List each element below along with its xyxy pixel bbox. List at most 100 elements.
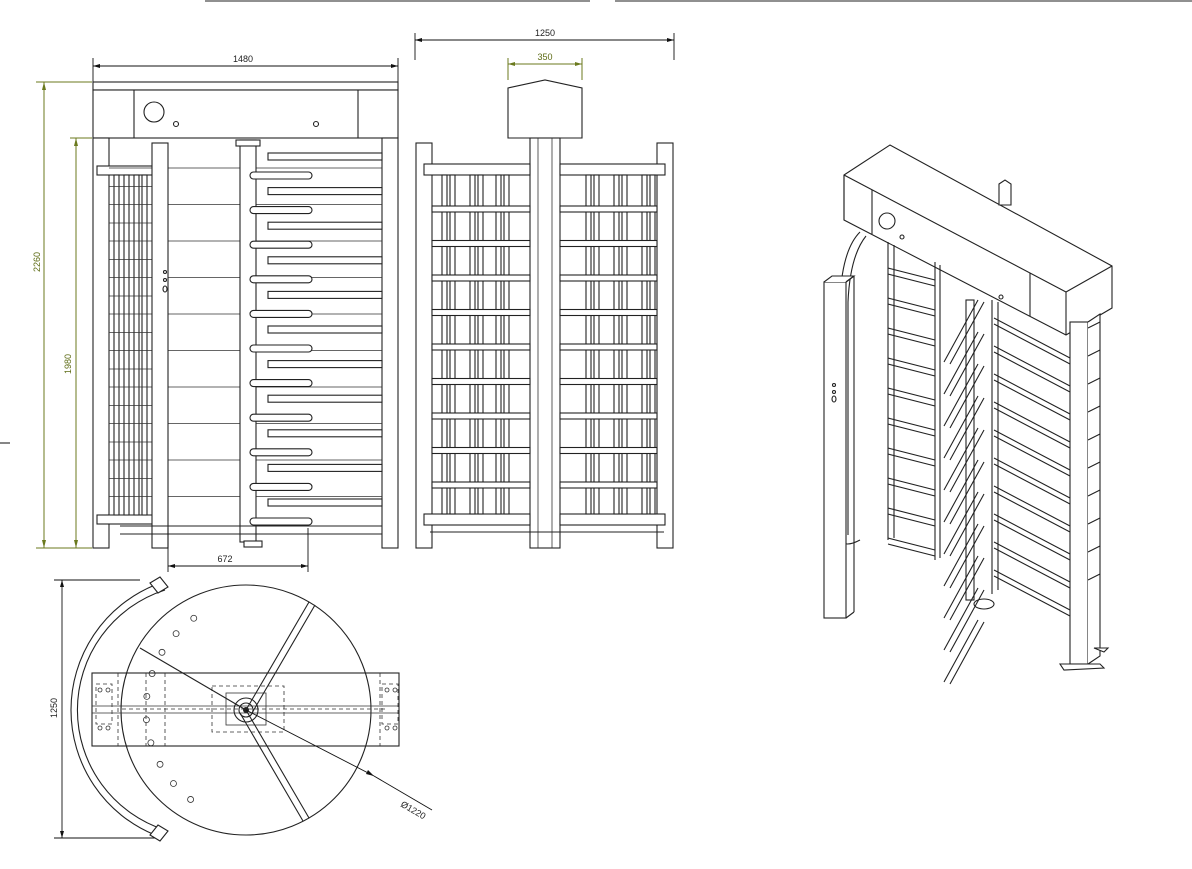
side-cage-horizontal-bar [431,205,531,213]
iso-left-bar [887,537,936,551]
fixed-barrier-bar [267,325,383,334]
dimension-label-passage-height: 1980 [63,354,73,374]
rotor-arm [249,206,313,215]
side-cage-horizontal-bar [431,446,531,455]
iso-right-bar [993,457,1071,499]
rotor-arm [249,379,313,388]
iso-rotor-arm [943,619,979,683]
iso-rotor-arm [943,331,979,395]
side-right-post [656,142,674,549]
rotor-arm-plan [245,709,310,819]
iso-rotor-arm [949,589,985,653]
rotor-shaft [239,139,257,543]
iso-right-bar [993,373,1071,415]
cage-vertical-bar [141,174,148,516]
fixed-barrier-bar [267,152,383,161]
iso-left-bar [887,423,936,437]
fixed-barrier-bar [267,187,383,196]
iso-rotor-arm [949,525,985,589]
side-cage-horizontal-bar [431,308,531,317]
iso-right-bar [993,317,1071,359]
side-cage-horizontal-bar [559,239,658,248]
side-cage-horizontal-bar [431,412,531,420]
iso-right-bar-end [1087,377,1101,385]
iso-left-bar [887,273,936,287]
iso-right-bar [993,379,1071,421]
dimension-label-arm-reach: 672 [217,554,232,564]
iso-rotor-arm [949,397,985,461]
camera-lens-icon [143,101,165,123]
rotor-arm [249,171,313,180]
side-cage-horizontal-bar [431,343,531,351]
iso-right-bar [993,351,1071,393]
iso-rotor-arm [943,363,979,427]
barrier-bolt-icon [172,630,180,638]
side-center-post [529,137,561,549]
iso-rotor-arm [949,621,985,685]
fixed-barrier-bar [267,221,383,230]
iso-camera-icon [878,212,896,230]
iso-rotor-arm [943,427,979,491]
iso-left-bar [887,303,936,317]
side-elevation-view: 1250 350 [414,28,675,549]
side-left-post [415,142,433,549]
barrier-bolt-icon [156,760,164,768]
iso-right-bar [993,575,1071,617]
iso-rotor-arm [949,301,985,365]
barrier-bolt-icon [187,796,194,803]
iso-right-bar-end [1087,321,1101,329]
side-cage-horizontal-bar [559,377,658,386]
iso-left-bar [887,327,936,341]
iso-right-bar [993,407,1071,449]
iso-right-bar [993,323,1071,365]
rotor-arm [249,309,313,318]
front-canopy [92,89,399,139]
iso-rotor-arm [943,459,979,523]
iso-right-bar [993,569,1071,611]
side-cage-horizontal-bar [431,274,531,282]
fixed-barrier-bar [267,256,383,265]
iso-right-bar [993,541,1071,583]
iso-rotor-arm [949,333,985,397]
iso-rotor-arm [949,365,985,429]
iso-right-bar [993,513,1071,555]
iso-right-bar [993,401,1071,443]
plan-view: 1250 [49,576,433,842]
base-plate [91,672,400,747]
iso-rotor-arm [943,299,979,363]
cage-vertical-bar [133,174,140,516]
iso-left-bar [887,363,936,377]
iso-left-bar [887,447,936,461]
iso-right-bar-end [1087,405,1101,413]
iso-left-bar [887,543,936,557]
side-cage-horizontal-bar [559,308,658,317]
iso-left-bar [887,507,936,521]
side-cage-horizontal-bar [559,481,658,489]
iso-right-bar-end [1087,545,1101,553]
right-frame-post [381,137,399,549]
iso-right-bar-end [1087,573,1101,581]
gate-post [151,142,169,549]
barrier-bolt-icon [143,692,151,700]
rotor-arm [249,448,313,457]
front-elevation-view: 1480 2260 1980 [32,54,399,572]
iso-right-bar [993,345,1071,387]
iso-rotor-arm [949,493,985,557]
iso-right-bar-end [1087,433,1101,441]
barrier-bolt-icon [170,780,177,787]
iso-left-bar [887,357,936,371]
iso-right-bar [993,429,1071,471]
iso-rotor-arm [943,555,979,619]
iso-left-bar [887,513,936,527]
fixed-barrier-bar [267,498,383,507]
iso-left-bar [887,417,936,431]
iso-right-bar [993,547,1071,589]
iso-left-bar [887,483,936,497]
barrier-bolt-icon [190,614,198,622]
side-canopy [507,79,583,139]
iso-right-bar-end [1087,461,1101,469]
dimension-label-total-height: 2260 [32,252,42,272]
dimension-label-side-depth: 1250 [535,28,555,38]
dimension-label-plan-depth: 1250 [49,698,59,718]
